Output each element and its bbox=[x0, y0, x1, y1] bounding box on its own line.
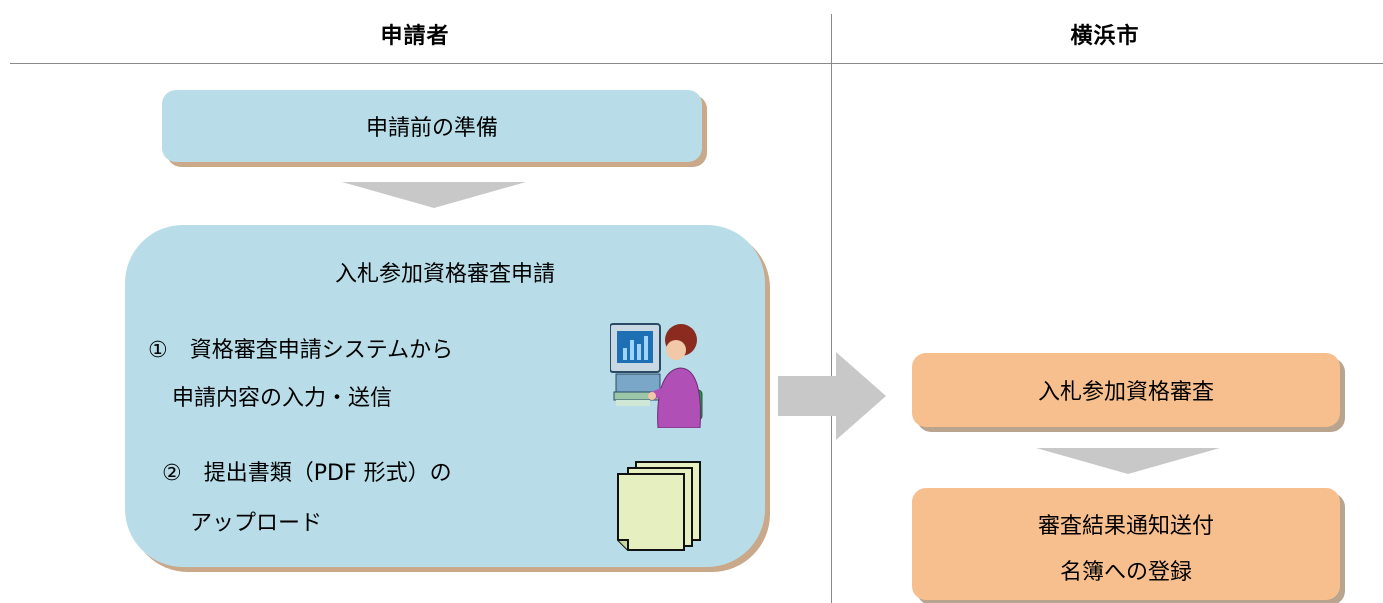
result-box-title: 審査結果通知送付 bbox=[1037, 514, 1214, 539]
step1-line2: 申請内容の入力・送信 bbox=[172, 386, 393, 411]
prep-box: 申請前の準備 bbox=[162, 90, 702, 162]
application-box-title: 入札参加資格審査申請 bbox=[334, 262, 555, 287]
result-box: 審査結果通知送付 名簿への登録 bbox=[912, 488, 1340, 600]
step2-line1: ② 提出書類（PDF 形式）の bbox=[162, 461, 452, 486]
review-box-label: 入札参加資格審査 bbox=[1037, 380, 1214, 405]
down-arrow bbox=[342, 182, 526, 208]
right-arrow bbox=[778, 352, 886, 440]
header-divider bbox=[10, 63, 1383, 64]
prep-box-label: 申請前の準備 bbox=[365, 116, 498, 141]
column-divider bbox=[831, 14, 832, 603]
result-box-subtitle: 名簿への登録 bbox=[1059, 560, 1192, 585]
step1-line1: ① 資格審査申請システムから bbox=[148, 338, 454, 363]
applicant-column-header: 申請者 bbox=[380, 24, 450, 49]
step2-line2: アップロード bbox=[190, 511, 323, 536]
documents-stack-icon bbox=[617, 461, 701, 551]
person-at-computer-icon bbox=[610, 323, 703, 428]
city-column-header: 横浜市 bbox=[1070, 24, 1140, 49]
down-arrow-right bbox=[1036, 448, 1220, 474]
review-box: 入札参加資格審査 bbox=[912, 353, 1340, 427]
